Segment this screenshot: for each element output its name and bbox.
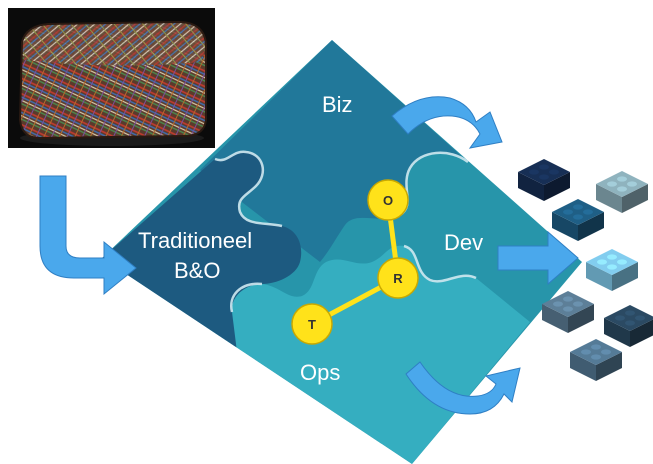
brick-stud bbox=[581, 349, 591, 355]
node-o bbox=[367, 179, 409, 221]
brick-stud bbox=[549, 169, 559, 175]
lego-brick bbox=[542, 291, 594, 333]
brick-stud bbox=[615, 315, 625, 321]
brick-stud bbox=[617, 259, 627, 265]
lego-brick bbox=[570, 339, 622, 381]
brick-stud bbox=[607, 181, 617, 187]
arrow-biz-up-right-icon bbox=[391, 96, 503, 149]
brick-right-face bbox=[612, 262, 638, 291]
brick-right-face bbox=[630, 319, 653, 347]
brick-left-face bbox=[552, 212, 578, 241]
brick-stud bbox=[539, 164, 549, 170]
brick-top-face bbox=[604, 305, 653, 331]
brick-stud bbox=[591, 354, 601, 360]
lego-brick bbox=[604, 305, 653, 347]
brick-stud bbox=[563, 306, 573, 312]
brick-stud bbox=[607, 254, 617, 260]
puzzle-piece-traditional bbox=[102, 151, 302, 360]
brick-top-face bbox=[518, 159, 570, 185]
lego-brick bbox=[518, 159, 570, 201]
brick-stud bbox=[597, 259, 607, 265]
brick-right-face bbox=[568, 304, 594, 333]
tangled-cables-photo bbox=[8, 8, 215, 148]
brick-right-face bbox=[578, 212, 604, 241]
brick-stud bbox=[529, 169, 539, 175]
node-r bbox=[377, 257, 419, 299]
brick-stud bbox=[635, 315, 645, 321]
arrow-down-right-icon bbox=[39, 175, 137, 296]
arrow-dev-right-icon bbox=[497, 230, 579, 286]
brick-left-face bbox=[570, 352, 596, 381]
node-t bbox=[291, 303, 333, 345]
brick-stud bbox=[627, 181, 637, 187]
node-t-label: T bbox=[308, 317, 316, 332]
brick-stud bbox=[601, 349, 611, 355]
lego-brick bbox=[552, 199, 604, 241]
label-biz: Biz bbox=[322, 92, 353, 117]
label-traditional-line2: B&O bbox=[174, 258, 220, 283]
node-graph: O R T bbox=[291, 179, 419, 345]
brick-right-face bbox=[622, 184, 648, 213]
brick-stud bbox=[583, 209, 593, 215]
brick-left-face bbox=[604, 318, 630, 347]
brick-stud bbox=[563, 209, 573, 215]
label-ops: Ops bbox=[300, 360, 340, 385]
brick-left-face bbox=[542, 304, 568, 333]
brick-top-face bbox=[552, 199, 604, 225]
lego-brick bbox=[596, 171, 648, 213]
brick-left-face bbox=[596, 184, 622, 213]
brick-top-face bbox=[542, 291, 594, 317]
brick-top-face bbox=[596, 171, 648, 197]
brick-stud bbox=[607, 264, 617, 270]
brick-stud bbox=[617, 186, 627, 192]
puzzle-seam-lines bbox=[214, 150, 477, 313]
brick-stud bbox=[617, 176, 627, 182]
brick-stud bbox=[573, 301, 583, 307]
brick-top-face bbox=[586, 249, 638, 275]
brick-right-face bbox=[544, 172, 570, 201]
brick-stud bbox=[625, 320, 635, 326]
brick-stud bbox=[563, 296, 573, 302]
arrow-ops-down-right-icon bbox=[405, 361, 521, 415]
brick-stud bbox=[573, 214, 583, 220]
label-traditional-line1: Traditioneel bbox=[138, 228, 252, 253]
node-o-label: O bbox=[383, 193, 393, 208]
brick-left-face bbox=[586, 262, 612, 291]
lego-brick bbox=[586, 249, 638, 291]
lego-bricks bbox=[518, 159, 653, 381]
brick-top-face bbox=[570, 339, 622, 365]
node-r-label: R bbox=[393, 271, 403, 286]
brick-right-face bbox=[596, 352, 622, 381]
brick-stud bbox=[625, 310, 635, 316]
brick-left-face bbox=[518, 172, 544, 201]
brick-stud bbox=[539, 174, 549, 180]
brick-stud bbox=[553, 301, 563, 307]
brick-stud bbox=[591, 344, 601, 350]
label-dev: Dev bbox=[444, 230, 483, 255]
brick-stud bbox=[573, 204, 583, 210]
